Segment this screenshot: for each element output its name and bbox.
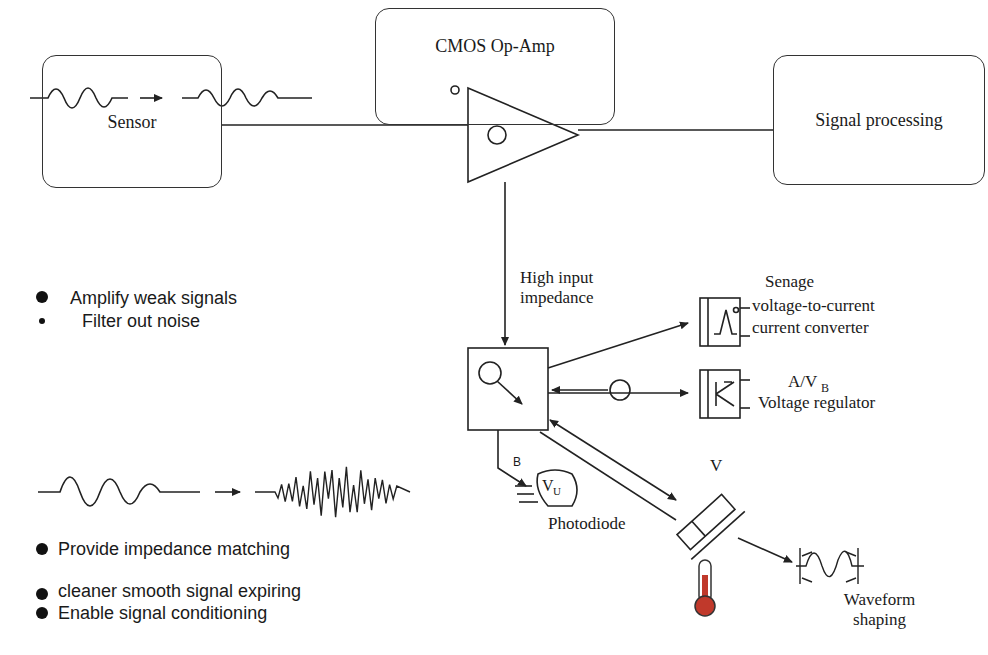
box-label: CMOS Op-Amp <box>427 31 563 61</box>
capacitor-icon <box>673 490 792 562</box>
annotation-label: current converter <box>752 318 869 338</box>
signal-waves <box>30 88 410 517</box>
process-box: Signal processing <box>773 55 985 185</box>
annotation-label: Photodiode <box>548 514 625 534</box>
signal-line <box>222 124 375 126</box>
impedance-block <box>468 323 688 520</box>
annotation-label: V <box>542 476 554 495</box>
converter-icon <box>700 298 750 346</box>
annotation-label: A/V <box>788 372 817 392</box>
annotation-label: High input impedance <box>520 268 630 308</box>
thermometer-icon <box>695 560 715 616</box>
annotation-label: Filter out noise <box>82 310 200 332</box>
annotation-label: cleaner smooth signal expiring <box>58 580 301 602</box>
annotation-label: Provide impedance matching <box>58 538 290 560</box>
signal-line <box>615 129 773 131</box>
annotation-label: Amplify weak signals <box>70 287 237 309</box>
annotation-label: V <box>710 456 722 476</box>
annotation-label: Enable signal conditioning <box>58 602 267 624</box>
process-box: Sensor <box>42 55 222 188</box>
annotation-label: voltage-to-current <box>752 296 875 316</box>
annotation-label: U <box>553 485 561 498</box>
annotation-label: Waveform shaping <box>832 590 927 630</box>
waveform-icon <box>796 548 864 584</box>
annotation-label: B <box>821 381 829 395</box>
annotation-label: B <box>513 455 521 469</box>
photodiode-icon <box>515 470 577 506</box>
annotation-label: Senage <box>765 272 814 292</box>
bullet-dots <box>36 291 48 619</box>
box-label: Sensor <box>100 107 165 137</box>
process-box: CMOS Op-Amp <box>375 8 615 125</box>
annotation-label: Voltage regulator <box>758 393 875 413</box>
box-label: Signal processing <box>807 105 951 135</box>
regulator-icon <box>700 370 750 418</box>
